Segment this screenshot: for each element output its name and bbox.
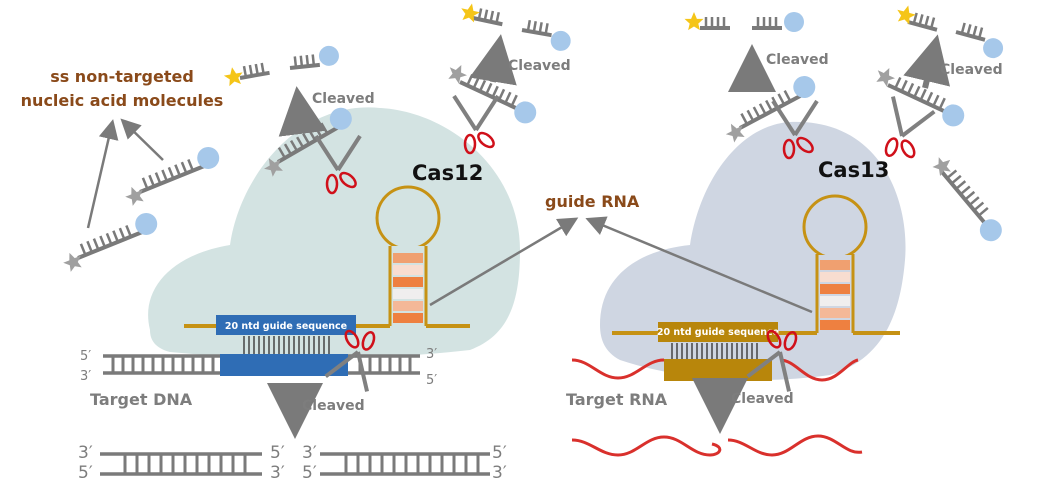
- cleaved-arrow: [278, 86, 327, 137]
- cleaved-fragment: [894, 3, 942, 32]
- target-dna: [103, 354, 420, 376]
- cleaved-arrow: [469, 34, 517, 86]
- guide-sequence-box-cas13: [658, 322, 778, 342]
- cleaved-dna-fragment: [100, 452, 262, 476]
- cleaved-fragment: [684, 12, 732, 31]
- base-pairs: [243, 336, 330, 354]
- five-prime-label: 5′: [492, 443, 507, 463]
- cleaved-rna-fragment: [727, 434, 863, 457]
- cleaved-rna-fragment: [571, 435, 722, 457]
- cleaved-label: Cleaved: [508, 58, 571, 74]
- nontargeted-label: ss non-targeted: [50, 67, 194, 86]
- reporter-molecule: [260, 107, 352, 179]
- reporter-molecule: [930, 152, 1002, 242]
- arrow-nontargeted-1: [86, 119, 119, 229]
- five-prime-label: 5′: [78, 463, 93, 483]
- cleaved-fragment: [286, 45, 339, 70]
- reporter-molecule: [60, 212, 158, 274]
- scissors-icon: [871, 94, 937, 168]
- guide-sequence-box-cas12: [216, 315, 356, 335]
- guide-rna-label: guide RNA: [545, 192, 640, 211]
- reporter-molecule: [873, 63, 965, 127]
- cas12-label: Cas12: [412, 161, 483, 185]
- cleaved-fragment: [520, 17, 571, 51]
- cleaved-label: Cleaved: [731, 391, 794, 407]
- target-dna-label: Target DNA: [90, 390, 193, 409]
- arrow-guide-rna-cas13: [585, 216, 813, 314]
- cleaved-fragment: [750, 12, 804, 32]
- cleaved-label: Cleaved: [302, 398, 365, 414]
- cleaved-arrow: [903, 34, 951, 89]
- nontargeted-label-2: nucleic acid molecules: [21, 91, 224, 110]
- cleaved-fragment: [954, 19, 1004, 59]
- reporter-molecule: [122, 146, 220, 208]
- three-prime-label: 3′: [78, 443, 93, 463]
- three-prime-label: 3′: [270, 463, 285, 483]
- target-rna-label: Target RNA: [566, 390, 668, 409]
- cleaved-label: Cleaved: [766, 52, 829, 68]
- three-prime-label: 3′: [302, 443, 317, 463]
- target-rna-binding-box: [664, 359, 772, 381]
- reporter-molecule: [722, 76, 816, 145]
- target-rna: [571, 358, 859, 382]
- five-prime-label: 5′: [270, 443, 285, 463]
- three-prime-label: 3′: [492, 463, 507, 483]
- reporter-molecule: [445, 60, 537, 124]
- five-prime-label: 5′: [426, 373, 437, 388]
- cas13-label: Cas13: [818, 158, 889, 182]
- three-prime-label: 3′: [426, 347, 437, 362]
- five-prime-label: 5′: [80, 349, 91, 364]
- five-prime-label: 5′: [302, 463, 317, 483]
- arrow-guide-rna-cas12: [429, 217, 579, 307]
- three-prime-label: 3′: [80, 369, 91, 384]
- base-pairs: [671, 343, 758, 360]
- guide-sequence-label: 20 ntd guide sequence: [657, 327, 779, 338]
- cleaved-label: Cleaved: [940, 62, 1003, 78]
- cleaved-fragment: [222, 59, 272, 87]
- cleaved-dna-fragment: [320, 452, 490, 476]
- guide-sequence-label: 20 ntd guide sequence: [225, 321, 347, 332]
- cleaved-label: Cleaved: [312, 91, 375, 107]
- cleaved-fragment: [458, 1, 507, 27]
- arrow-nontargeted-2: [120, 118, 164, 161]
